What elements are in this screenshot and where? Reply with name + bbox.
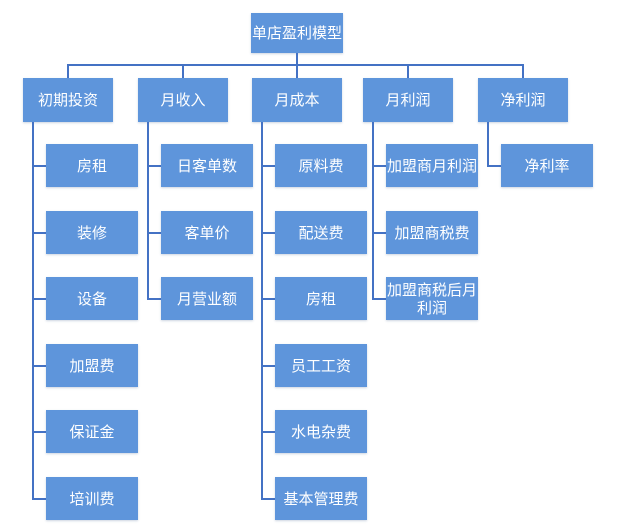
- connector-line: [372, 122, 374, 300]
- leaf-node[interactable]: 原料费: [275, 144, 367, 187]
- connector-line: [374, 232, 386, 234]
- branch-node[interactable]: 月成本: [252, 78, 342, 122]
- connector-line: [263, 165, 275, 167]
- connector-line: [67, 64, 524, 66]
- leaf-node[interactable]: 水电杂费: [275, 410, 367, 453]
- connector-line: [149, 298, 161, 300]
- leaf-node[interactable]: 加盟商月利润: [386, 144, 478, 187]
- connector-line: [489, 165, 501, 167]
- leaf-node[interactable]: 员工工资: [275, 344, 367, 387]
- leaf-node[interactable]: 装修: [46, 211, 138, 254]
- branch-node[interactable]: 净利润: [478, 78, 568, 122]
- connector-line: [34, 498, 46, 500]
- connector-line: [407, 64, 409, 78]
- connector-line: [522, 64, 524, 78]
- leaf-node[interactable]: 加盟商税后月利润: [386, 277, 478, 320]
- connector-line: [147, 122, 149, 300]
- connector-line: [34, 431, 46, 433]
- branch-node[interactable]: 月利润: [363, 78, 453, 122]
- leaf-node[interactable]: 保证金: [46, 410, 138, 453]
- connector-line: [374, 165, 386, 167]
- connector-line: [263, 232, 275, 234]
- connector-line: [263, 498, 275, 500]
- connector-line: [149, 232, 161, 234]
- connector-line: [32, 122, 34, 500]
- connector-line: [263, 365, 275, 367]
- leaf-node[interactable]: 日客单数: [161, 144, 253, 187]
- connector-line: [487, 122, 489, 167]
- connector-line: [263, 431, 275, 433]
- leaf-node[interactable]: 净利率: [501, 144, 593, 187]
- leaf-node[interactable]: 基本管理费: [275, 477, 367, 520]
- connector-line: [296, 64, 298, 78]
- connector-line: [34, 298, 46, 300]
- leaf-node[interactable]: 房租: [275, 277, 367, 320]
- leaf-node[interactable]: 设备: [46, 277, 138, 320]
- connector-line: [261, 122, 263, 500]
- leaf-node[interactable]: 月营业额: [161, 277, 253, 320]
- connector-line: [34, 165, 46, 167]
- connector-line: [149, 165, 161, 167]
- leaf-node[interactable]: 客单价: [161, 211, 253, 254]
- branch-node[interactable]: 月收入: [138, 78, 228, 122]
- connector-line: [182, 64, 184, 78]
- root-node[interactable]: 单店盈利模型: [251, 13, 343, 53]
- branch-node[interactable]: 初期投资: [23, 78, 113, 122]
- leaf-node[interactable]: 房租: [46, 144, 138, 187]
- leaf-node[interactable]: 加盟费: [46, 344, 138, 387]
- connector-line: [34, 232, 46, 234]
- leaf-node[interactable]: 加盟商税费: [386, 211, 478, 254]
- leaf-node[interactable]: 培训费: [46, 477, 138, 520]
- connector-line: [263, 298, 275, 300]
- connector-line: [34, 365, 46, 367]
- leaf-node[interactable]: 配送费: [275, 211, 367, 254]
- connector-line: [374, 298, 386, 300]
- connector-line: [67, 64, 69, 78]
- connector-line: [296, 53, 298, 64]
